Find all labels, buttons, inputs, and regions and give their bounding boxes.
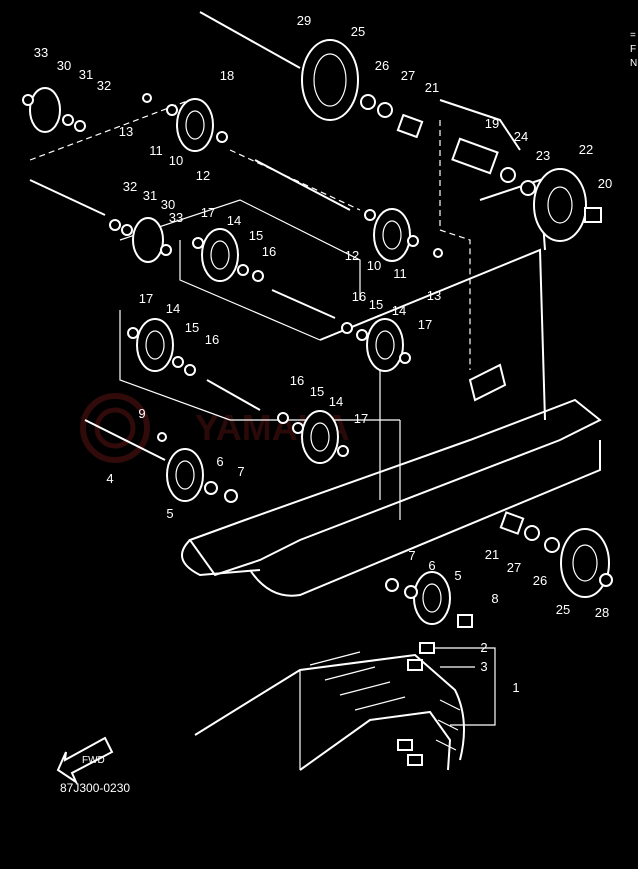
small-parts bbox=[22, 93, 613, 671]
label-15-c: 15 bbox=[369, 297, 383, 312]
label-33-top: 33 bbox=[34, 45, 48, 60]
label-26-bottom: 26 bbox=[533, 573, 547, 588]
label-24: 24 bbox=[514, 129, 528, 144]
label-4: 4 bbox=[106, 471, 113, 486]
bracket-1 bbox=[435, 647, 496, 726]
label-3: 3 bbox=[480, 659, 487, 674]
label-25-top: 25 bbox=[351, 24, 365, 39]
label-19: 19 bbox=[485, 116, 499, 131]
label-31-top: 31 bbox=[79, 67, 93, 82]
label-13-top: 13 bbox=[119, 124, 133, 139]
label-21-top: 21 bbox=[425, 80, 439, 95]
part-labels: 1 2 3 4 5 5 6 6 7 7 8 9 10 10 11 11 12 1… bbox=[34, 13, 612, 695]
label-31-mid: 31 bbox=[143, 188, 157, 203]
label-5-left: 5 bbox=[166, 506, 173, 521]
label-33-mid: 33 bbox=[169, 210, 183, 225]
label-10-mid: 10 bbox=[367, 258, 381, 273]
wheel-5-right bbox=[413, 571, 451, 625]
label-23: 23 bbox=[536, 148, 550, 163]
wheel-22 bbox=[533, 168, 587, 242]
label-22: 22 bbox=[579, 142, 593, 157]
label-16-b: 16 bbox=[205, 332, 219, 347]
label-26-top: 26 bbox=[375, 58, 389, 73]
label-14-a: 14 bbox=[227, 213, 241, 228]
label-11-mid: 11 bbox=[393, 266, 407, 281]
label-15-b: 15 bbox=[185, 320, 199, 335]
edge-text-3: N bbox=[630, 58, 637, 69]
wheel-10-top bbox=[176, 98, 214, 152]
wheel-30-top bbox=[29, 87, 61, 133]
label-10-top: 10 bbox=[169, 153, 183, 168]
shafts bbox=[29, 11, 499, 461]
edge-text-2: F bbox=[630, 44, 636, 55]
label-9: 9 bbox=[138, 406, 145, 421]
label-1: 1 bbox=[512, 680, 519, 695]
label-32-mid: 32 bbox=[123, 179, 137, 194]
label-15-d: 15 bbox=[310, 384, 324, 399]
fwd-arrow-icon: FWD bbox=[56, 736, 114, 785]
label-6-left: 6 bbox=[216, 454, 223, 469]
wheel-14-a bbox=[201, 228, 239, 282]
wheel-25-top bbox=[301, 39, 359, 121]
label-6-right: 6 bbox=[428, 558, 435, 573]
label-32-top: 32 bbox=[97, 78, 111, 93]
wheels bbox=[29, 39, 610, 625]
wheel-25-bottom bbox=[560, 528, 610, 598]
label-7-left: 7 bbox=[237, 464, 244, 479]
label-16-a: 16 bbox=[262, 244, 276, 259]
wheel-30-mid bbox=[132, 217, 164, 263]
edge-text-1: = bbox=[630, 30, 636, 41]
label-21-bottom: 21 bbox=[485, 547, 499, 562]
label-27-bottom: 27 bbox=[507, 560, 521, 575]
track bbox=[194, 651, 465, 771]
label-11-top: 11 bbox=[149, 143, 163, 158]
label-20: 20 bbox=[598, 176, 612, 191]
label-17-a: 17 bbox=[201, 205, 215, 220]
label-8: 8 bbox=[491, 591, 498, 606]
label-12-mid: 12 bbox=[345, 248, 359, 263]
label-14-d: 14 bbox=[329, 394, 343, 409]
label-17-b: 17 bbox=[139, 291, 153, 306]
label-25-bottom: 25 bbox=[556, 602, 570, 617]
wheel-14-b bbox=[136, 318, 174, 372]
label-29: 29 bbox=[297, 13, 311, 28]
label-13-mid: 13 bbox=[427, 288, 441, 303]
label-5-right: 5 bbox=[454, 568, 461, 583]
label-15-a: 15 bbox=[249, 228, 263, 243]
fwd-label: FWD bbox=[82, 755, 105, 766]
slide-rail-frame bbox=[181, 99, 602, 597]
label-17-c: 17 bbox=[418, 317, 432, 332]
label-14-b: 14 bbox=[166, 301, 180, 316]
label-14-c: 14 bbox=[392, 303, 406, 318]
label-16-d: 16 bbox=[290, 373, 304, 388]
label-7-right: 7 bbox=[408, 548, 415, 563]
label-2: 2 bbox=[480, 640, 487, 655]
label-28: 28 bbox=[595, 605, 609, 620]
drawing-code: 87J300-0230 bbox=[60, 781, 130, 795]
wheel-5-left bbox=[166, 448, 204, 502]
label-27-top: 27 bbox=[401, 68, 415, 83]
label-16-c: 16 bbox=[352, 289, 366, 304]
label-30-top: 30 bbox=[57, 58, 71, 73]
edge-text: = F N bbox=[630, 30, 637, 69]
wheel-10-mid bbox=[373, 208, 411, 262]
label-18: 18 bbox=[220, 68, 234, 83]
label-12-top: 12 bbox=[196, 168, 210, 183]
wheel-14-d bbox=[301, 410, 339, 464]
label-30-mid: 30 bbox=[161, 197, 175, 212]
wheel-14-c bbox=[366, 318, 404, 372]
label-17-d: 17 bbox=[354, 411, 368, 426]
